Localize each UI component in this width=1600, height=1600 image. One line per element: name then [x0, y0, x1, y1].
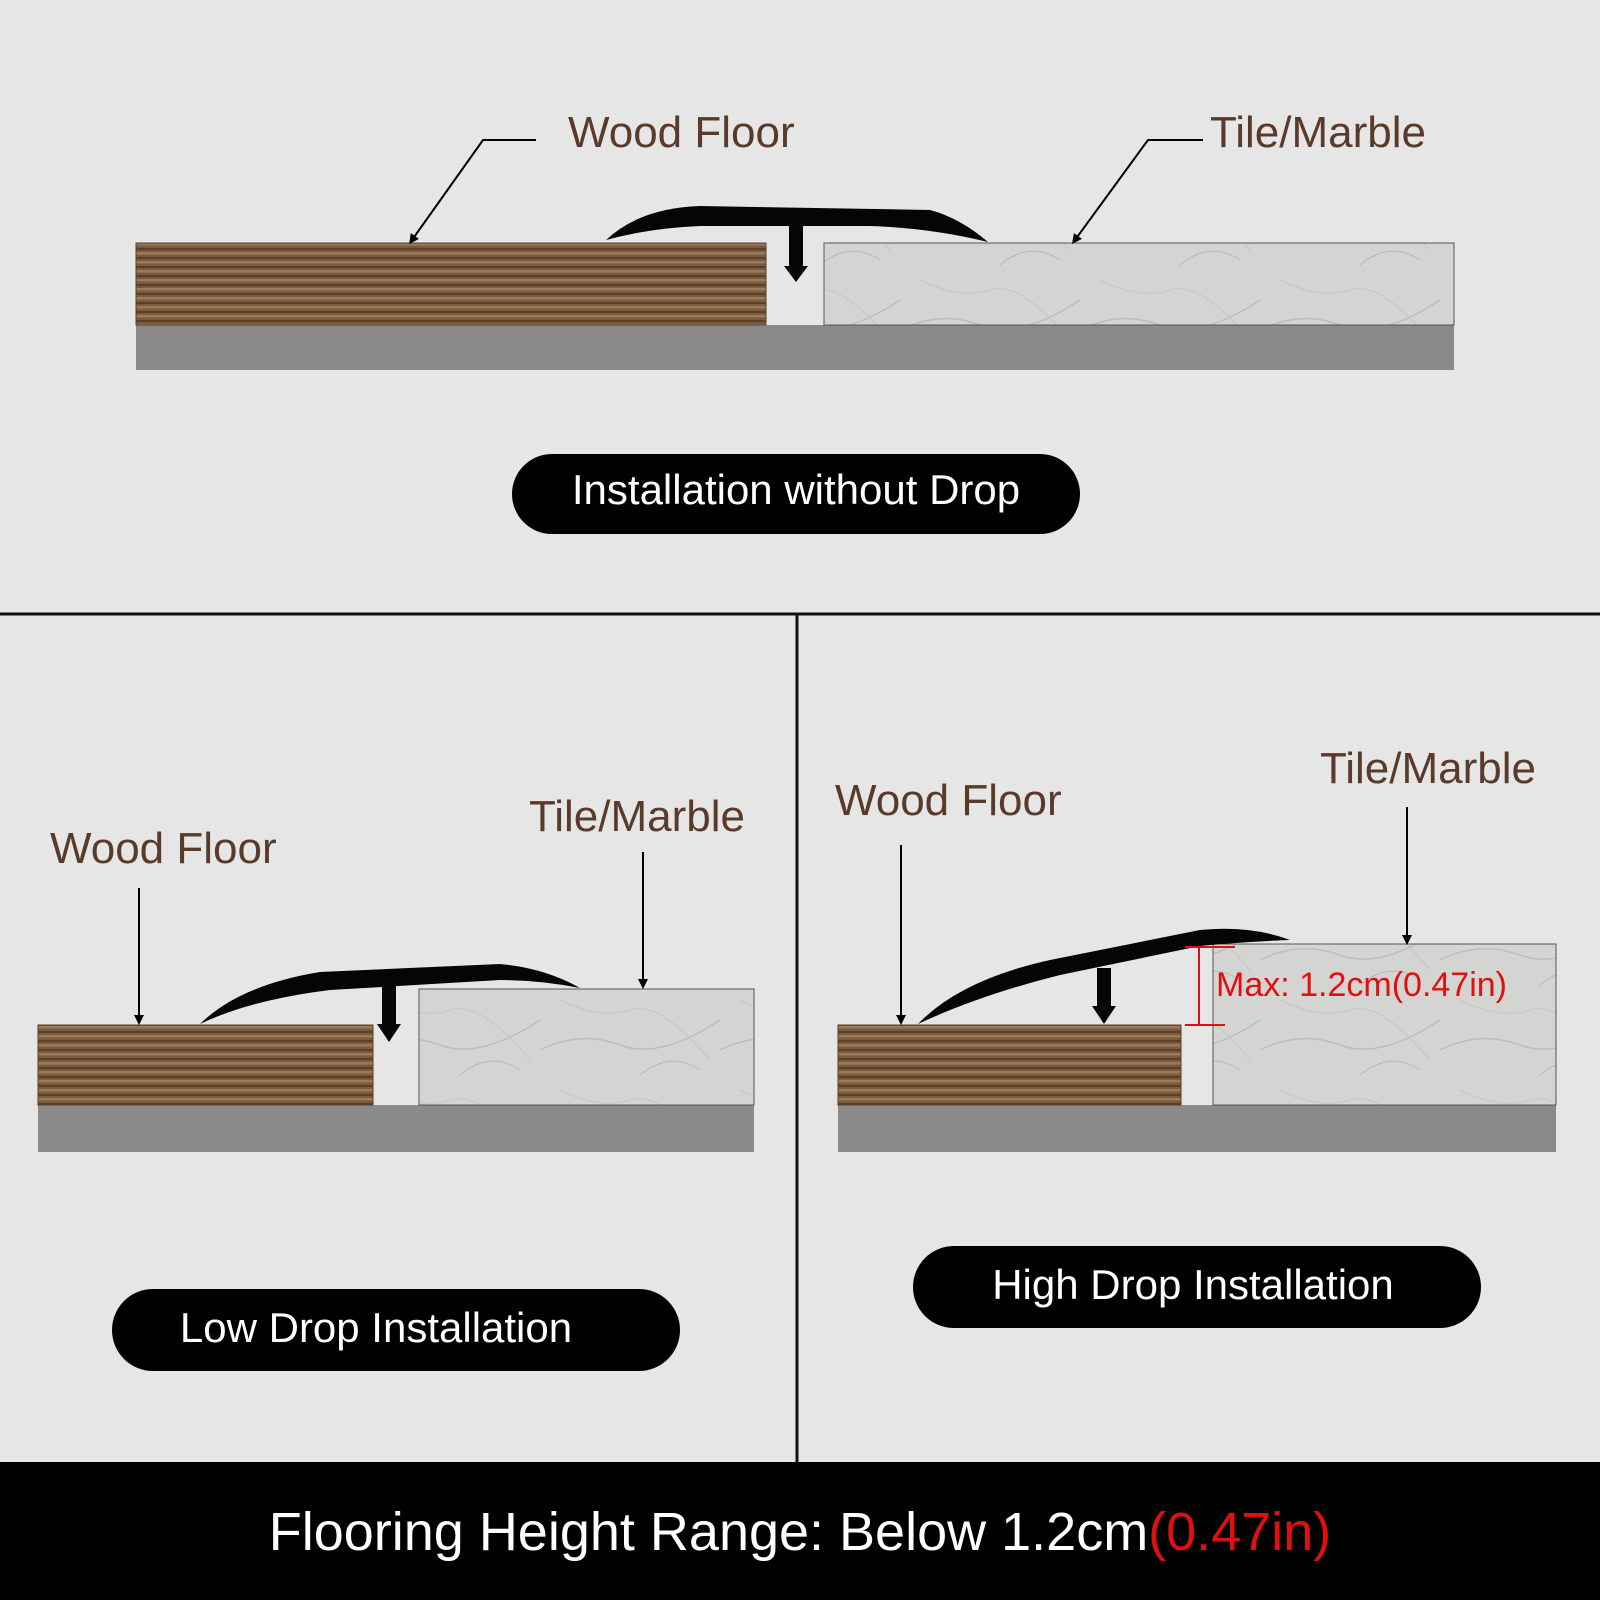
tile-marble-label: Tile/Marble [529, 792, 745, 841]
max-height-note: Max: 1.2cm(0.47in) [1216, 966, 1507, 1004]
caption-pill [112, 1289, 680, 1371]
subfloor [38, 1105, 754, 1152]
caption-pill [913, 1246, 1481, 1328]
wood-floor-block [837, 1024, 1182, 1106]
footer-text: Flooring Height Range: Below 1.2cm(0.47i… [269, 1502, 1332, 1562]
tile-marble-label: Tile/Marble [1210, 108, 1426, 157]
panel-installation-without-drop: Wood Floor Tile/Marble Installation with… [135, 108, 1455, 534]
transition-strip [918, 928, 1290, 1024]
caption-text: High Drop Installation [992, 1261, 1394, 1308]
wood-floor-label: Wood Floor [835, 776, 1062, 825]
subfloor [838, 1105, 1556, 1152]
footer-main-text: Flooring Height Range: Below 1.2cm [269, 1502, 1148, 1562]
wood-floor-label: Wood Floor [50, 824, 277, 873]
tile-marble-block [823, 242, 1455, 326]
panel-low-drop-installation: Wood Floor Tile/Marble Low Drop Installa… [37, 792, 755, 1371]
tile-marble-block [1212, 943, 1557, 1106]
tile-marble-label: Tile/Marble [1320, 744, 1536, 793]
tile-marble-block [418, 988, 755, 1106]
subfloor [136, 325, 1454, 370]
caption-text: Installation without Drop [572, 466, 1020, 513]
panel-high-drop-installation: Wood Floor Tile/Marble Max: 1.2cm(0.47in… [835, 744, 1557, 1328]
transition-strip [200, 964, 580, 1042]
footer-accent-text: (0.47in) [1148, 1502, 1331, 1562]
caption-pill [512, 454, 1080, 534]
wood-floor-block [37, 1024, 374, 1106]
wood-floor-pointer [409, 139, 536, 245]
max-height-marker [1185, 946, 1235, 1026]
wood-floor-block [135, 242, 767, 326]
tile-marble-pointer [1072, 139, 1203, 245]
wood-floor-label: Wood Floor [568, 108, 795, 157]
footer-bar [0, 1462, 1600, 1600]
caption-text: Low Drop Installation [180, 1304, 572, 1351]
transition-strip [606, 206, 988, 282]
